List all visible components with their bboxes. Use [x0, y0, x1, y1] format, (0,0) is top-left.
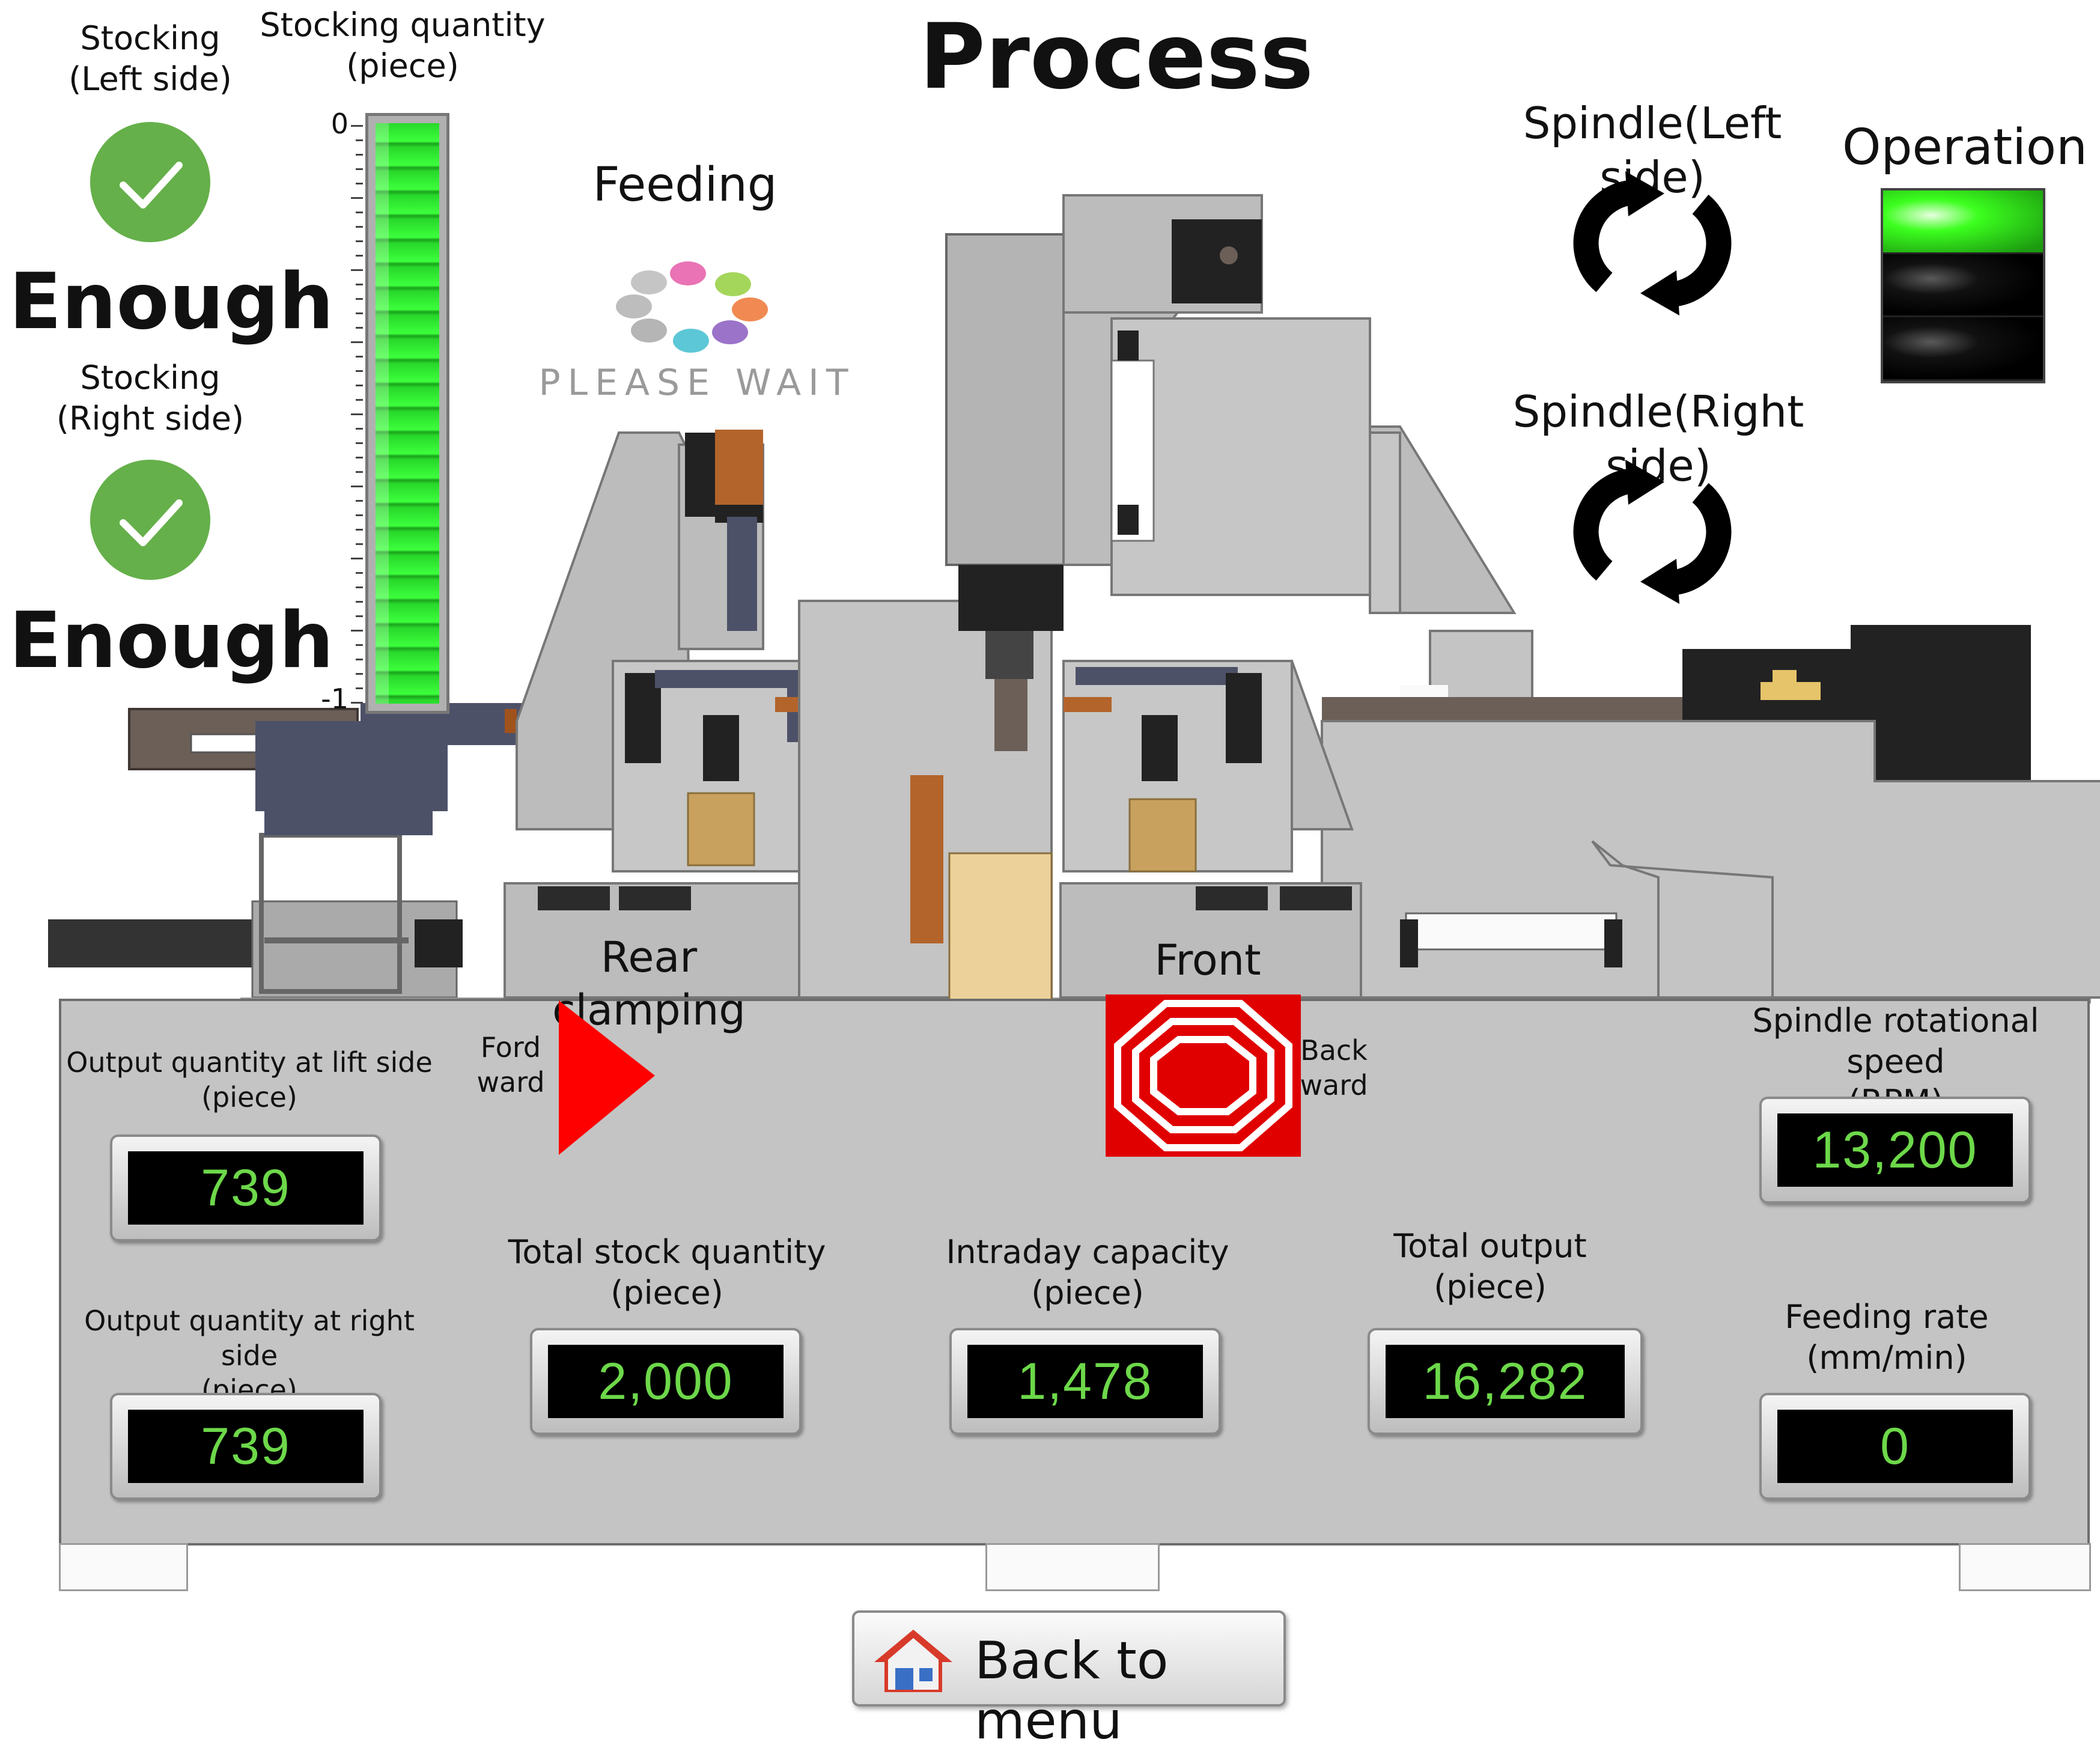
- feeding-rate-label: Feeding rate(mm/min): [1785, 1298, 1989, 1377]
- stocking-right-label: Stocking(Right side): [56, 359, 245, 437]
- operation-indicator: [1881, 188, 2045, 383]
- stocking-quantity-gauge: [365, 113, 449, 714]
- gauge-tick: [351, 269, 363, 271]
- gauge-tick: [356, 659, 363, 660]
- gauge-tick: [356, 514, 363, 516]
- rotate-icon: [1573, 171, 1732, 315]
- panel-foot: [985, 1543, 1160, 1591]
- gauge-shade: [376, 123, 389, 704]
- stop-octagon-icon[interactable]: [1106, 994, 1301, 1157]
- gauge-tick: [356, 442, 363, 444]
- check-circle-icon: [90, 122, 210, 242]
- intraday-capacity-label: Intraday capacity(piece): [946, 1233, 1229, 1312]
- gauge-tick: [351, 125, 363, 127]
- gauge-tick: [356, 399, 363, 401]
- gauge-tick: [356, 312, 363, 314]
- feeding-rate-value: 0: [1777, 1410, 2013, 1483]
- gauge-tick: [351, 341, 363, 343]
- operation-light-2: [1883, 254, 2043, 318]
- gauge-tick: [351, 630, 363, 632]
- panel-foot: [59, 1543, 188, 1591]
- gauge-tick: [356, 586, 363, 588]
- gauge-tick: [356, 543, 363, 545]
- gauge-tick: [356, 428, 363, 430]
- gauge-tick: [356, 284, 363, 285]
- output-left-value: 739: [128, 1151, 364, 1225]
- gauge-tick: [351, 558, 363, 559]
- forward-arrow-icon[interactable]: [556, 997, 658, 1160]
- output-right-value: 739: [128, 1410, 364, 1483]
- total-output-label: Total output(piece): [1393, 1227, 1587, 1306]
- gauge-tick: [356, 644, 363, 646]
- gauge-tick: [356, 240, 363, 242]
- total-stock-value: 2,000: [548, 1345, 784, 1418]
- operation-label: Operation: [1842, 119, 2088, 176]
- total-stock-label: Total stock quantity(piece): [508, 1233, 826, 1312]
- operation-light-3: [1883, 317, 2043, 381]
- feeding-label: Feeding: [592, 158, 778, 212]
- spindle-speed-display: 13,200: [1759, 1097, 2031, 1204]
- gauge-tick: [351, 702, 363, 704]
- gauge-fill: [376, 123, 439, 704]
- page-title: Process: [919, 5, 1314, 109]
- spindle-left-label: Spindle(Left side): [1523, 98, 1782, 203]
- gauge-tick: [356, 298, 363, 300]
- spindle-right-label: Spindle(Right side): [1512, 386, 1804, 491]
- gauge-tick: [356, 255, 363, 257]
- rear-clamping-label: Rear clamping: [552, 933, 746, 1035]
- output-left-label: Output quantity at lift side(piece): [66, 1046, 433, 1113]
- gauge-tick: [356, 385, 363, 386]
- gauge-tick: [356, 457, 363, 458]
- gauge-tick: [356, 356, 363, 358]
- total-stock-display: 2,000: [530, 1328, 802, 1435]
- operation-light-1: [1883, 190, 2043, 254]
- stocking-quantity-label: Stocking quantity(piece): [260, 6, 546, 85]
- gauge-tick: [356, 500, 363, 502]
- intraday-capacity-value: 1,478: [967, 1345, 1203, 1418]
- gauge-scale-top: 0: [330, 108, 348, 140]
- output-right-label: Output quantity at right side(piece): [84, 1305, 415, 1406]
- rotate-icon: [1573, 460, 1732, 604]
- stocking-right-status: Enough: [9, 596, 334, 686]
- gauge-tick: [356, 139, 363, 141]
- feeding-rate-display: 0: [1759, 1393, 2031, 1500]
- gauge-tick: [356, 154, 363, 156]
- stocking-left-label: Stocking(Left side): [68, 19, 232, 98]
- gauge-tick: [356, 327, 363, 329]
- gauge-tick: [356, 572, 363, 574]
- gauge-tick: [356, 687, 363, 689]
- output-left-display: 739: [110, 1134, 382, 1241]
- panel-foot: [1959, 1543, 2091, 1591]
- output-right-display: 739: [110, 1393, 382, 1500]
- gauge-tick: [356, 615, 363, 617]
- gauge-tick: [356, 212, 363, 213]
- gauge-tick: [356, 601, 363, 603]
- stocking-left-status: Enough: [9, 257, 334, 347]
- intraday-capacity-display: 1,478: [949, 1328, 1221, 1435]
- gauge-tick: [351, 486, 363, 487]
- total-output-value: 16,282: [1386, 1345, 1625, 1418]
- loading-spinner-icon: [616, 261, 768, 353]
- spindle-speed-value: 13,200: [1777, 1113, 2013, 1187]
- gauge-tick: [356, 673, 363, 675]
- back-to-menu-label: Back to menu: [975, 1631, 1169, 1751]
- check-circle-icon: [90, 460, 210, 580]
- gauge-tick: [356, 471, 363, 473]
- total-output-display: 16,282: [1368, 1328, 1643, 1435]
- gauge-tick: [356, 529, 363, 531]
- gauge-tick: [356, 226, 363, 228]
- home-icon: [874, 1630, 952, 1692]
- gauge-scale-bottom: -1: [321, 683, 348, 715]
- gauge-tick: [351, 413, 363, 415]
- gauge-tick: [356, 183, 363, 184]
- back-to-menu-button[interactable]: Back to menu: [852, 1610, 1286, 1751]
- gauge-tick: [356, 370, 363, 372]
- gauge-tick: [351, 197, 363, 199]
- gauge-tick: [356, 168, 363, 170]
- please-wait-text: PLEASE WAIT: [538, 362, 856, 404]
